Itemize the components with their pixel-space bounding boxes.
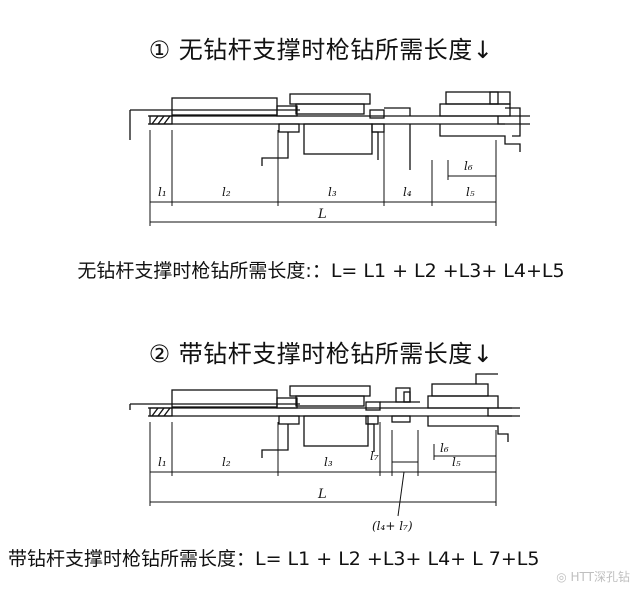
label-l4: l₄: [403, 185, 412, 199]
label-l5: l₅: [466, 185, 475, 199]
diagram-no-support: l₁ l₂ l₃ l₄ l₅ l₆ L: [129, 91, 530, 226]
label-l6: l₆: [440, 441, 449, 455]
label-l1: l₁: [158, 185, 167, 199]
label-l3: l₃: [324, 455, 333, 469]
label-l2: l₂: [222, 455, 231, 469]
watermark-text: HTT深孔钻: [570, 570, 630, 584]
label-l1: l₁: [158, 455, 167, 469]
section-1-title: ① 无钻杆支撑时枪钻所需长度↓: [148, 36, 494, 64]
label-l6: l₆: [464, 159, 473, 173]
watermark: ◎ HTT深孔钻: [556, 568, 630, 585]
section-1-formula: 无钻杆支撑时枪钻所需长度:：L= L1 + L2 +L3+ L4+L5: [77, 260, 565, 282]
label-l3: l₃: [328, 185, 337, 199]
label-l5: l₅: [452, 455, 461, 469]
diagram-with-support: l₁ l₂ l₃ l₇ l₅ l₆ L (l₄+ l₇): [129, 373, 520, 533]
label-l4-plus-l7: (l₄+ l₇): [372, 519, 413, 533]
label-total-L: L: [317, 487, 327, 502]
label-l7: l₇: [370, 449, 379, 463]
section-2-title: ② 带钻杆支撑时枪钻所需长度↓: [148, 340, 494, 368]
label-l2: l₂: [222, 185, 231, 199]
section-2-formula: 带钻杆支撑时枪钻所需长度：L= L1 + L2 +L3+ L4+ L 7+L5: [8, 548, 540, 570]
wechat-icon: ◎: [556, 570, 567, 584]
label-total-L: L: [317, 207, 327, 222]
